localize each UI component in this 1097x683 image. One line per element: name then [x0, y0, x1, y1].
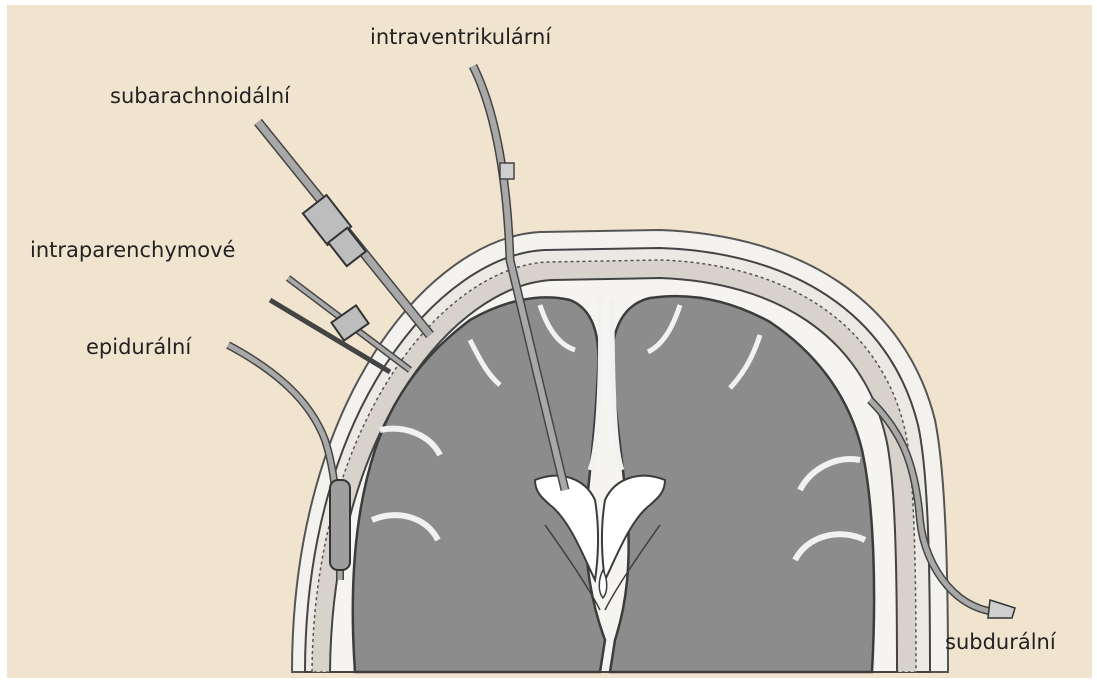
label-intraventricular: intraventrikulární: [370, 27, 551, 48]
label-intraparenchymal: intraparenchymové: [30, 240, 235, 261]
label-subdural: subdurální: [945, 632, 1056, 653]
label-epidural: epidurální: [86, 337, 191, 358]
label-subarachnoid: subarachnoidální: [110, 86, 290, 107]
intraventricular-catheter-marker: [500, 163, 514, 179]
epidural-sensor: [330, 480, 350, 570]
